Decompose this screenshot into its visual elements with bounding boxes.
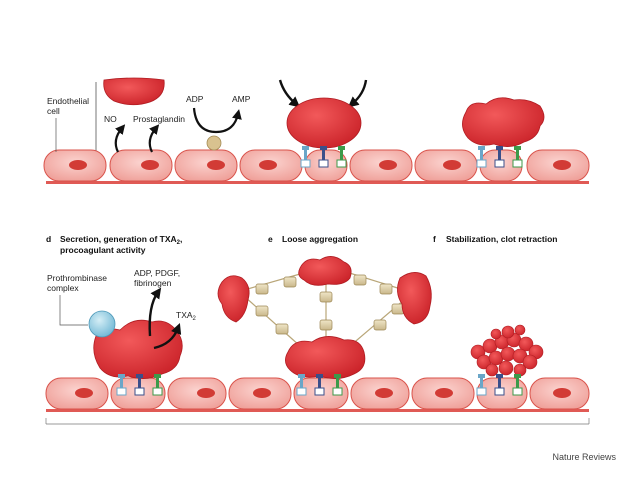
- endothelial-cell: [414, 149, 478, 182]
- vessel-wall-bottom: [46, 409, 589, 412]
- secretion-arrow: [148, 287, 162, 337]
- stabilized-clot: [470, 324, 544, 377]
- activated-platelet: [462, 97, 545, 147]
- fibrinogen-links: [255, 274, 405, 335]
- endothelial-cell: [109, 149, 173, 182]
- panel-d-header: d Secretion, generation of TXA2, procoag…: [46, 234, 182, 255]
- receptors-aggregating: [296, 374, 343, 396]
- bottom-panel-row: Prothrombinase complex ADP, PDGF, fibrin…: [45, 256, 590, 425]
- endothelial-cell: [411, 377, 475, 410]
- endothelial-cell: [349, 149, 413, 182]
- txa2-arrow: [153, 322, 182, 350]
- no-arrow: [114, 124, 126, 153]
- panel-f-title: Stabilization, clot retraction: [446, 234, 557, 244]
- prothrombinase-pointer-line: [59, 295, 88, 326]
- vessel-wall-top: [46, 181, 589, 184]
- cd39-enzyme-ball: [206, 135, 222, 151]
- panel-e-header: e Loose aggregation: [268, 234, 358, 244]
- adp-amp-arrow: [192, 107, 242, 134]
- source-credit: Nature Reviews: [552, 452, 616, 462]
- panel-f-letter: f: [433, 234, 436, 244]
- endothelial-cells-top: [43, 149, 590, 182]
- panel-d-title-line2: procoagulant activity: [60, 245, 146, 255]
- prothrombinase-complex-ball: [88, 310, 116, 338]
- aggregating-platelet-bottom: [285, 336, 366, 379]
- endothelial-cell: [526, 149, 590, 182]
- adp-label: ADP: [186, 94, 204, 104]
- secreting-platelet: [93, 319, 183, 379]
- incoming-arrow-right: [347, 79, 368, 108]
- adp-pdgf-label-line2: fibrinogen: [134, 278, 172, 288]
- top-panel-row: Endothelial cell NO Prostaglandin ADP AM…: [43, 77, 590, 184]
- prothrombinase-label-line2: complex: [47, 283, 79, 293]
- panel-d-title: Secretion, generation of TXA2,: [60, 234, 182, 246]
- adhering-platelet: [286, 97, 362, 149]
- receptors-activated: [476, 146, 523, 168]
- adp-pdgf-label-line1: ADP, PDGF,: [134, 268, 180, 278]
- panel-e-letter: e: [268, 234, 273, 244]
- aggregating-platelet-left: [217, 275, 250, 323]
- endothelial-cell: [228, 377, 292, 410]
- endothelial-cell: [239, 149, 303, 182]
- endothelial-cell: [350, 377, 410, 410]
- panel-d-letter: d: [46, 234, 51, 244]
- incoming-arrow-left: [278, 79, 301, 108]
- endothelial-cell: [45, 377, 109, 410]
- aggregating-platelet-top: [298, 256, 352, 286]
- resting-platelet: [103, 77, 165, 106]
- endothelial-cell-label-line1: Endothelial: [47, 96, 89, 106]
- receptors-secreting: [116, 374, 163, 396]
- endothelial-cell: [43, 149, 107, 182]
- endothelial-cell: [167, 377, 227, 410]
- aggregating-platelet-right: [397, 272, 432, 325]
- panel-f-header: f Stabilization, clot retraction: [433, 234, 557, 244]
- prostaglandin-label: Prostaglandin: [133, 114, 185, 124]
- amp-label: AMP: [232, 94, 251, 104]
- endothelial-cell-label-line2: cell: [47, 106, 60, 116]
- no-label: NO: [104, 114, 117, 124]
- panel-e-title: Loose aggregation: [282, 234, 358, 244]
- receptors-adhering: [300, 146, 347, 168]
- receptors-clot: [476, 374, 523, 396]
- endothelial-cell: [174, 149, 238, 182]
- prostaglandin-arrow: [148, 124, 160, 153]
- prothrombinase-label-line1: Prothrombinase: [47, 273, 107, 283]
- endothelial-cell: [529, 377, 590, 410]
- txa2-label: TXA2: [176, 310, 197, 322]
